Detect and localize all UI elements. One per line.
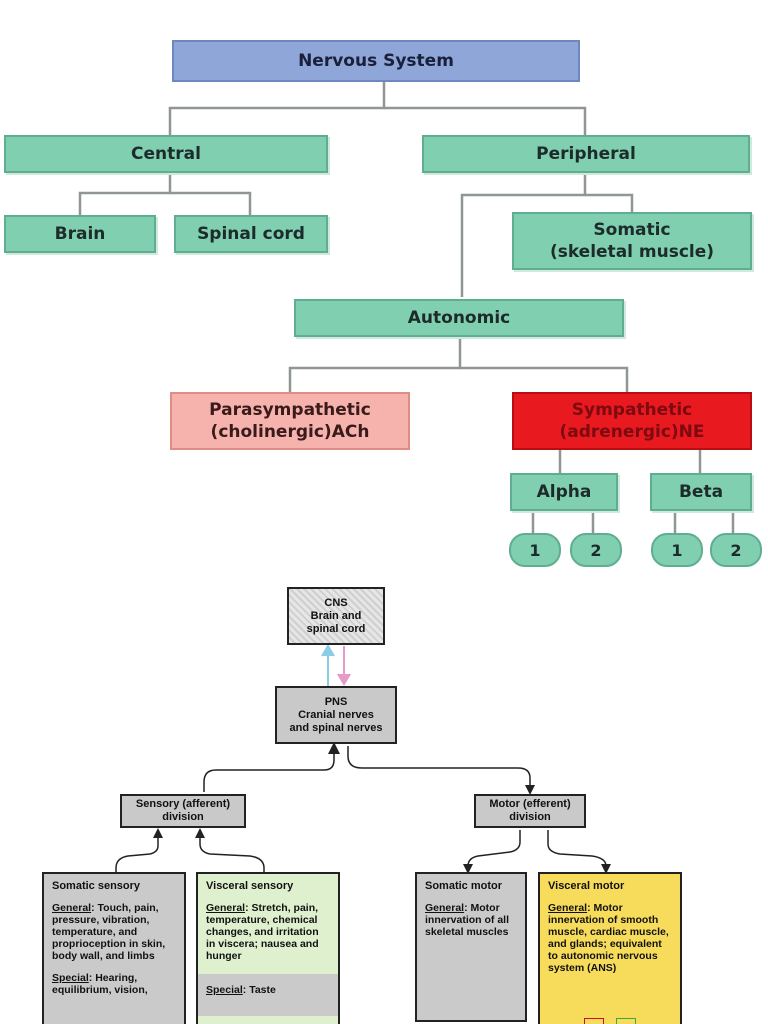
motor-division-line2: division bbox=[509, 811, 551, 823]
visceral-sensory-general: General: Stretch, pain, temperature, che… bbox=[206, 902, 330, 962]
nervous-system-node: Nervous System bbox=[172, 40, 580, 82]
somatic-node: Somatic (skeletal muscle) bbox=[512, 212, 752, 270]
central-node: Central bbox=[4, 135, 328, 173]
peripheral-node: Peripheral bbox=[422, 135, 750, 173]
cns-line3: spinal cord bbox=[306, 622, 366, 635]
alpha-2-receptor: 2 bbox=[570, 533, 622, 567]
beta-1-label: 1 bbox=[671, 540, 683, 560]
parasympathetic-label-line1: Parasympathetic bbox=[209, 400, 371, 420]
somatic-motor-title: Somatic motor bbox=[425, 880, 503, 892]
somatic-sensory-general-label: General bbox=[52, 902, 92, 914]
somatic-label-line1: Somatic bbox=[593, 220, 671, 240]
sympathetic-node: Sympathetic (adrenergic)NE bbox=[512, 392, 752, 450]
parasympathetic-label-line2: (cholinergic)ACh bbox=[210, 422, 370, 442]
pns-line3: and spinal nerves bbox=[289, 721, 383, 734]
sensory-division-line2: division bbox=[162, 811, 204, 823]
pns-title: PNS bbox=[324, 695, 348, 708]
visceral-motor-general-label: General bbox=[548, 902, 588, 914]
parasympathetic-node: Parasympathetic (cholinergic)ACh bbox=[170, 392, 410, 450]
alpha-node: Alpha bbox=[510, 473, 618, 511]
somatic-motor-general-text: : Motor innervation of all skeletal musc… bbox=[425, 902, 510, 938]
central-label: Central bbox=[131, 144, 201, 164]
somatic-sensory-special-label: Special bbox=[52, 972, 89, 984]
visceral-sensory-title: Visceral sensory bbox=[206, 880, 294, 892]
visceral-sensory-general-text: : Stretch, pain, temperature, chemical c… bbox=[206, 902, 319, 962]
somatic-sensory-general: General: Touch, pain, pressure, vibratio… bbox=[52, 902, 176, 962]
somatic-motor-panel: Somatic motor General: Motor innervation… bbox=[415, 872, 527, 1022]
visceral-sensory-panel: Visceral sensory General: Stretch, pain,… bbox=[196, 872, 340, 1024]
somatic-sensory-special: Special: Hearing, equilibrium, vision, bbox=[52, 972, 176, 996]
brain-node: Brain bbox=[4, 215, 156, 253]
nervous-system-label: Nervous System bbox=[298, 51, 454, 71]
spinal-cord-label: Spinal cord bbox=[197, 224, 305, 244]
beta-1-receptor: 1 bbox=[651, 533, 703, 567]
cns-box: CNS Brain and spinal cord bbox=[287, 587, 385, 645]
somatic-sensory-title: Somatic sensory bbox=[52, 880, 141, 892]
sensory-division-box: Sensory (afferent) division bbox=[120, 794, 246, 828]
visceral-motor-swatches bbox=[584, 1018, 644, 1024]
somatic-sensory-panel: Somatic sensory General: Touch, pain, pr… bbox=[42, 872, 186, 1024]
autonomic-node: Autonomic bbox=[294, 299, 624, 337]
somatic-label-line2: (skeletal muscle) bbox=[549, 242, 715, 262]
swatch-green bbox=[616, 1018, 636, 1024]
alpha-1-label: 1 bbox=[529, 540, 541, 560]
cns-line2: Brain and bbox=[310, 609, 362, 622]
beta-label: Beta bbox=[678, 482, 724, 502]
beta-2-label: 2 bbox=[730, 540, 742, 560]
somatic-motor-general-label: General bbox=[425, 902, 465, 914]
brain-label: Brain bbox=[54, 224, 106, 244]
alpha-1-receptor: 1 bbox=[509, 533, 561, 567]
sympathetic-label-line2: (adrenergic)NE bbox=[559, 422, 705, 442]
somatic-sensory-special-text: : Hearing, equilibrium, vision, bbox=[52, 972, 148, 996]
spinal-cord-node: Spinal cord bbox=[174, 215, 328, 253]
autonomic-label: Autonomic bbox=[407, 308, 511, 328]
alpha-label: Alpha bbox=[536, 482, 592, 502]
visceral-sensory-special: Special: Taste bbox=[198, 974, 338, 1016]
pns-box: PNS Cranial nerves and spinal nerves bbox=[275, 686, 397, 744]
beta-node: Beta bbox=[650, 473, 752, 511]
visceral-sensory-special-text: : Taste bbox=[242, 984, 276, 996]
somatic-sensory-general-text: : Touch, pain, pressure, vibration, temp… bbox=[52, 902, 166, 962]
visceral-motor-general-text: : Motor innervation of smooth muscle, ca… bbox=[548, 902, 669, 974]
alpha-2-label: 2 bbox=[590, 540, 602, 560]
visceral-motor-general: General: Motor innervation of smooth mus… bbox=[548, 902, 672, 974]
motor-division-line1: Motor (efferent) bbox=[489, 798, 571, 810]
visceral-motor-panel: Visceral motor General: Motor innervatio… bbox=[538, 872, 682, 1024]
cns-title: CNS bbox=[324, 596, 348, 609]
somatic-motor-general: General: Motor innervation of all skelet… bbox=[425, 902, 517, 938]
visceral-motor-title: Visceral motor bbox=[548, 880, 625, 892]
visceral-sensory-special-label: Special bbox=[206, 984, 243, 996]
swatch-red bbox=[584, 1018, 604, 1024]
visceral-sensory-general-label: General bbox=[206, 902, 246, 914]
motor-division-box: Motor (efferent) division bbox=[474, 794, 586, 828]
sensory-division-line1: Sensory (afferent) bbox=[135, 798, 231, 810]
beta-2-receptor: 2 bbox=[710, 533, 762, 567]
pns-line2: Cranial nerves bbox=[298, 708, 374, 721]
peripheral-label: Peripheral bbox=[536, 144, 636, 164]
sympathetic-label-line1: Sympathetic bbox=[571, 400, 693, 420]
